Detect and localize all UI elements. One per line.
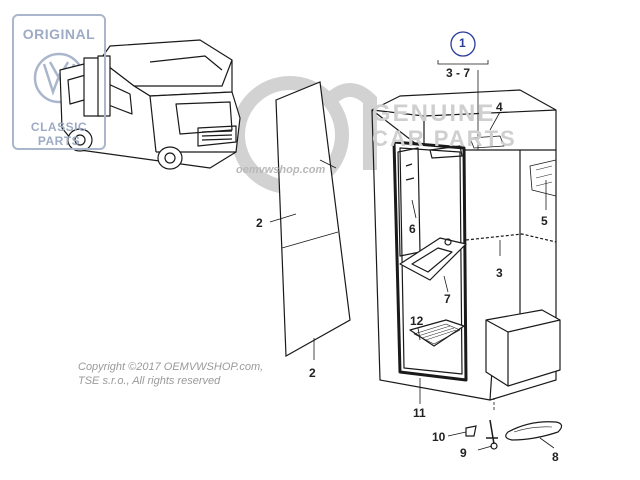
callout-9: 9: [460, 446, 467, 460]
copyright-notice: Copyright ©2017 OEMVWSHOP.com, TSE s.r.o…: [78, 360, 263, 388]
cabinet-assembly: [371, 89, 561, 401]
callout-5: 5: [541, 214, 548, 228]
badge-bottom-text: CLASSIC PARTS: [30, 120, 88, 148]
callout-10: 10: [432, 430, 446, 444]
callout-7: 7: [444, 292, 451, 306]
original-classic-parts-badge: ORIGINAL CLASSIC PARTS: [12, 14, 106, 150]
callout-range-3-7: 3 - 7: [446, 66, 471, 80]
assembly-callout-circle: [450, 31, 476, 57]
watermark-brand-line2: CAR PARTS: [372, 126, 517, 151]
callout-2-upper: 2: [256, 216, 263, 230]
callout-6: 6: [409, 222, 416, 236]
copyright-line2: TSE s.r.o., All rights reserved: [78, 375, 221, 387]
callout-1: 1: [459, 36, 466, 50]
leader-lines: [269, 60, 555, 451]
panel-part-2: [275, 81, 351, 358]
callout-11: 11: [413, 406, 426, 420]
badge-top-text: ORIGINAL: [22, 26, 96, 42]
callout-12: 12: [410, 314, 424, 328]
small-parts: [465, 419, 563, 450]
watermark-brand-line1: GENUINE: [372, 100, 496, 127]
copyright-line1: Copyright ©2017 OEMVWSHOP.com,: [78, 361, 264, 373]
callout-3: 3: [496, 266, 503, 280]
callout-8: 8: [552, 450, 559, 464]
callout-4: 4: [496, 100, 503, 114]
callout-2-lower: 2: [309, 366, 316, 380]
watermark-site: oemvwshop.com: [236, 164, 326, 176]
